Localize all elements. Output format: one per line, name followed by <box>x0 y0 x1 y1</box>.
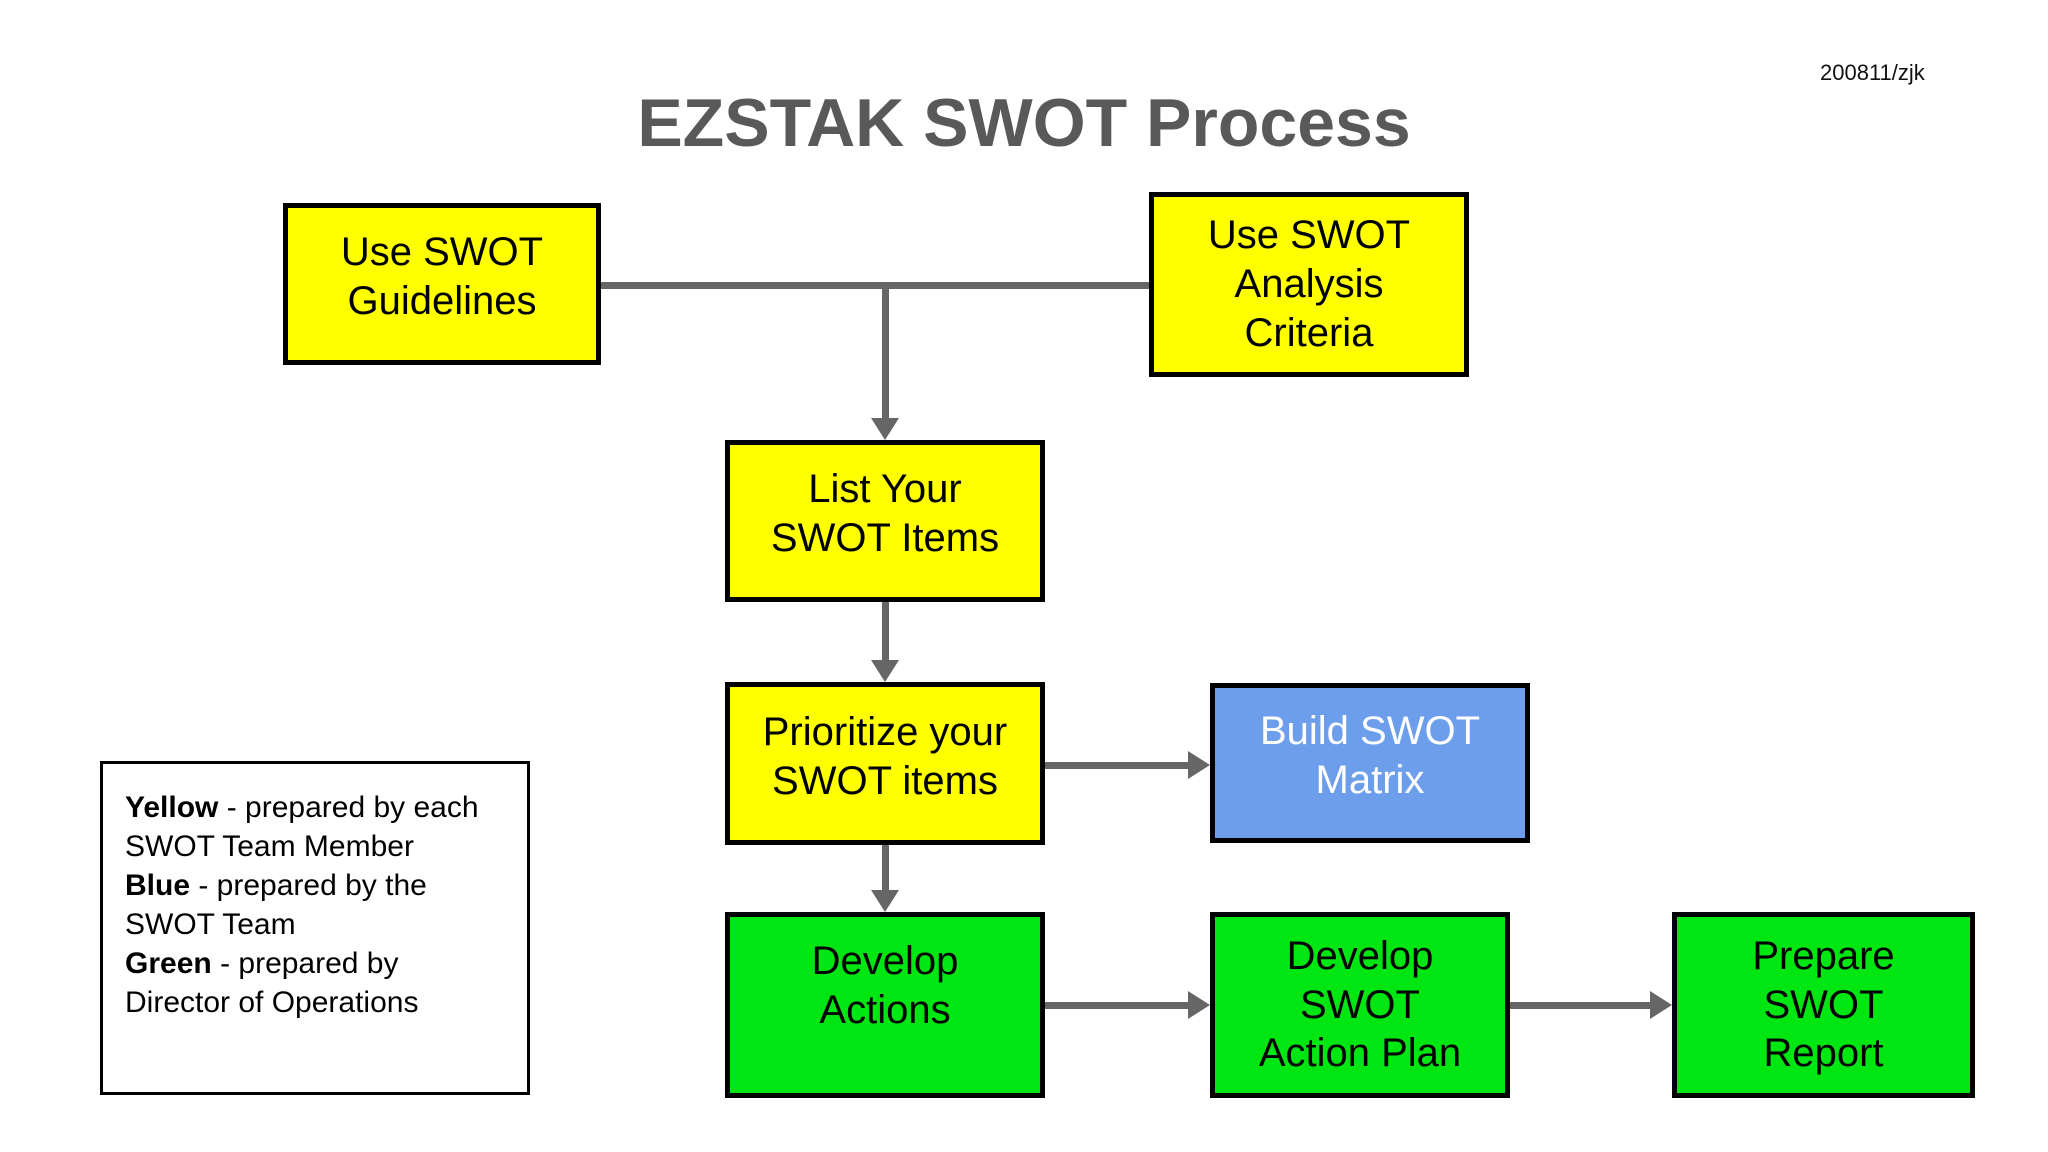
legend-entry-blue: Blue - prepared by the SWOT Team <box>125 866 511 944</box>
legend-term-blue: Blue <box>125 869 191 902</box>
node-prepare-swot-report: Prepare SWOT Report <box>1672 912 1975 1098</box>
doc-stamp: 200811/zjk <box>1820 60 1925 85</box>
arrowhead-into-action-plan <box>1188 991 1210 1019</box>
node-use-swot-analysis-criteria: Use SWOT Analysis Criteria <box>1149 192 1469 377</box>
arrowhead-into-prioritize <box>871 660 899 682</box>
legend-text-yellow: - prepared by each SWOT Team Member <box>125 791 479 863</box>
arrow-line-down-to-list-items <box>882 285 889 418</box>
arrow-line-action-plan-to-report <box>1510 1002 1650 1009</box>
legend-entry-yellow: Yellow - prepared by each SWOT Team Memb… <box>125 788 511 866</box>
arrowhead-into-build-matrix <box>1188 751 1210 779</box>
legend-text-green: - prepared by Director of Operations <box>125 947 419 1019</box>
node-use-swot-guidelines: Use SWOT Guidelines <box>283 203 601 365</box>
arrowhead-into-report <box>1650 991 1672 1019</box>
node-list-your-swot-items: List Your SWOT Items <box>725 440 1045 602</box>
legend-entry-green: Green - prepared by Director of Operatio… <box>125 944 511 1022</box>
arrow-line-actions-to-action-plan <box>1045 1002 1188 1009</box>
node-develop-actions: Develop Actions <box>725 912 1045 1098</box>
legend-text-blue: - prepared by the SWOT Team <box>125 869 427 941</box>
arrow-line-prioritize-to-matrix <box>1045 762 1188 769</box>
node-develop-swot-action-plan: Develop SWOT Action Plan <box>1210 912 1510 1098</box>
arrowhead-into-list-items <box>871 418 899 440</box>
legend-term-yellow: Yellow <box>125 791 219 824</box>
page-title: EZSTAK SWOT Process <box>637 85 1411 161</box>
arrowhead-into-develop-actions <box>871 890 899 912</box>
connector-guidelines-criteria <box>601 282 1149 289</box>
node-prioritize-your-swot-items: Prioritize your SWOT items <box>725 682 1045 845</box>
node-build-swot-matrix: Build SWOT Matrix <box>1210 683 1530 843</box>
arrow-line-list-to-prioritize <box>882 602 889 660</box>
legend-box: Yellow - prepared by each SWOT Team Memb… <box>100 761 530 1095</box>
legend-term-green: Green <box>125 947 212 980</box>
arrow-line-prioritize-to-actions <box>882 845 889 890</box>
